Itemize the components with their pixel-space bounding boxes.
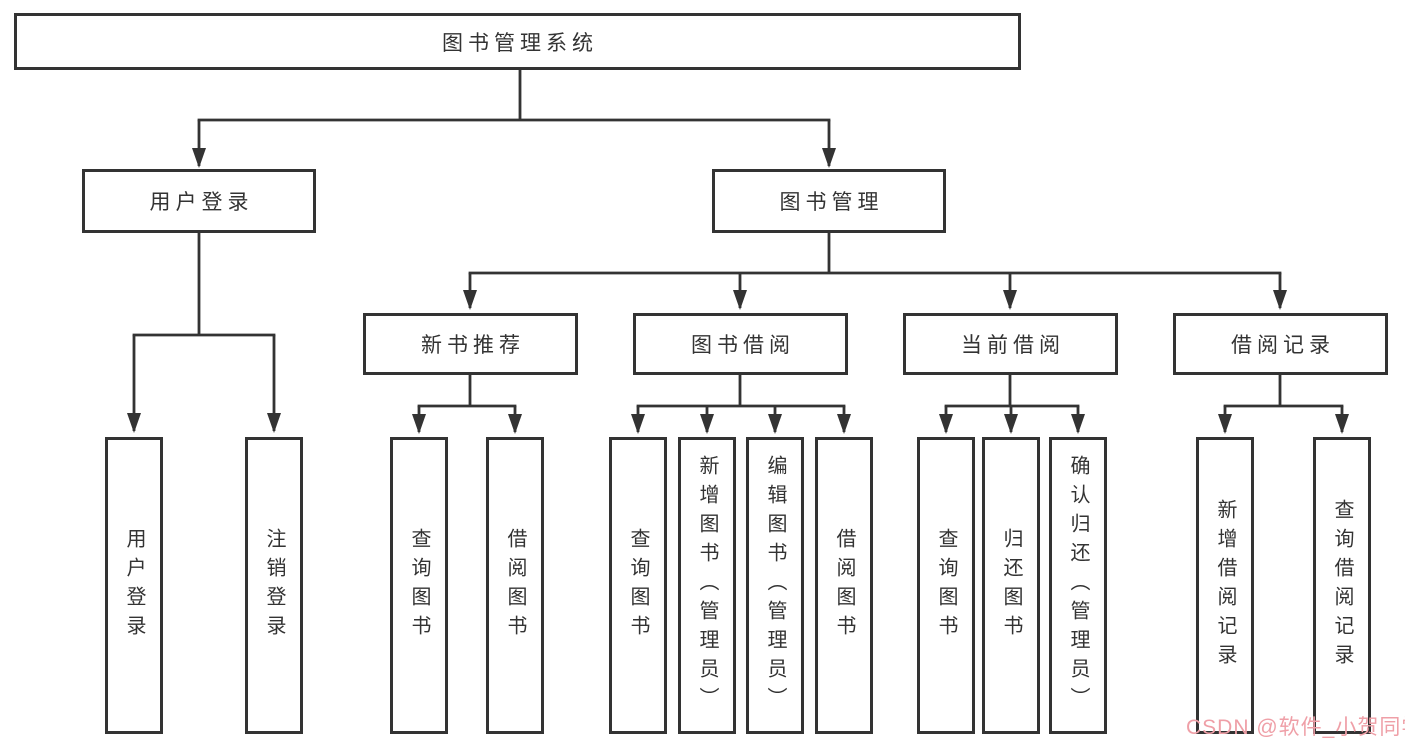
node-label: 借阅记录 xyxy=(1231,334,1335,357)
node-label: 借阅图书 xyxy=(833,527,855,644)
node-label: 查询图书 xyxy=(935,527,957,644)
node-current-borrowing: 当前借阅 xyxy=(903,313,1118,375)
node-book-management: 图书管理 xyxy=(712,169,946,233)
leaf-query-books: 查询图书 xyxy=(390,437,448,734)
node-library-management-system: 图书管理系统 xyxy=(14,13,1021,70)
node-label: 确认归还（管理员） xyxy=(1067,455,1089,716)
leaf-query-books: 查询图书 xyxy=(609,437,667,734)
node-label: 用户登录 xyxy=(149,191,254,214)
node-label: 查询图书 xyxy=(627,527,649,644)
node-label: 编辑图书（管理员） xyxy=(764,455,786,716)
node-new-book-recommendation: 新书推荐 xyxy=(363,313,578,375)
leaf-query-books: 查询图书 xyxy=(917,437,975,734)
node-label: 查询图书 xyxy=(408,527,430,644)
node-label: 新增图书（管理员） xyxy=(696,455,718,716)
leaf-add-borrow-record: 新增借阅记录 xyxy=(1196,437,1254,734)
leaf-logout: 注销登录 xyxy=(245,437,303,734)
node-borrowing-records: 借阅记录 xyxy=(1173,313,1388,375)
node-label: 新增借阅记录 xyxy=(1214,498,1236,673)
node-book-borrowing: 图书借阅 xyxy=(633,313,848,375)
node-label: 图书管理 xyxy=(779,191,884,214)
leaf-return-books: 归还图书 xyxy=(982,437,1040,734)
node-label: 查询借阅记录 xyxy=(1331,498,1353,673)
node-label: 借阅图书 xyxy=(504,527,526,644)
leaf-borrow-books: 借阅图书 xyxy=(815,437,873,734)
node-label: 注销登录 xyxy=(263,527,285,644)
node-label: 图书管理系统 xyxy=(442,31,598,55)
leaf-query-borrow-record: 查询借阅记录 xyxy=(1313,437,1371,734)
node-label: 当前借阅 xyxy=(961,334,1065,357)
leaf-edit-books-admin: 编辑图书（管理员） xyxy=(746,437,804,734)
node-label: 归还图书 xyxy=(1000,527,1022,644)
leaf-user-login: 用户登录 xyxy=(105,437,163,734)
leaf-add-books-admin: 新增图书（管理员） xyxy=(678,437,736,734)
node-label: 图书借阅 xyxy=(691,334,795,357)
node-user-login: 用户登录 xyxy=(82,169,316,233)
node-label: 用户登录 xyxy=(123,527,145,644)
leaf-confirm-return-admin: 确认归还（管理员） xyxy=(1049,437,1107,734)
node-label: 新书推荐 xyxy=(421,334,525,357)
csdn-watermark: CSDN @软件_小贺同学 xyxy=(1186,716,1405,739)
leaf-borrow-books: 借阅图书 xyxy=(486,437,544,734)
